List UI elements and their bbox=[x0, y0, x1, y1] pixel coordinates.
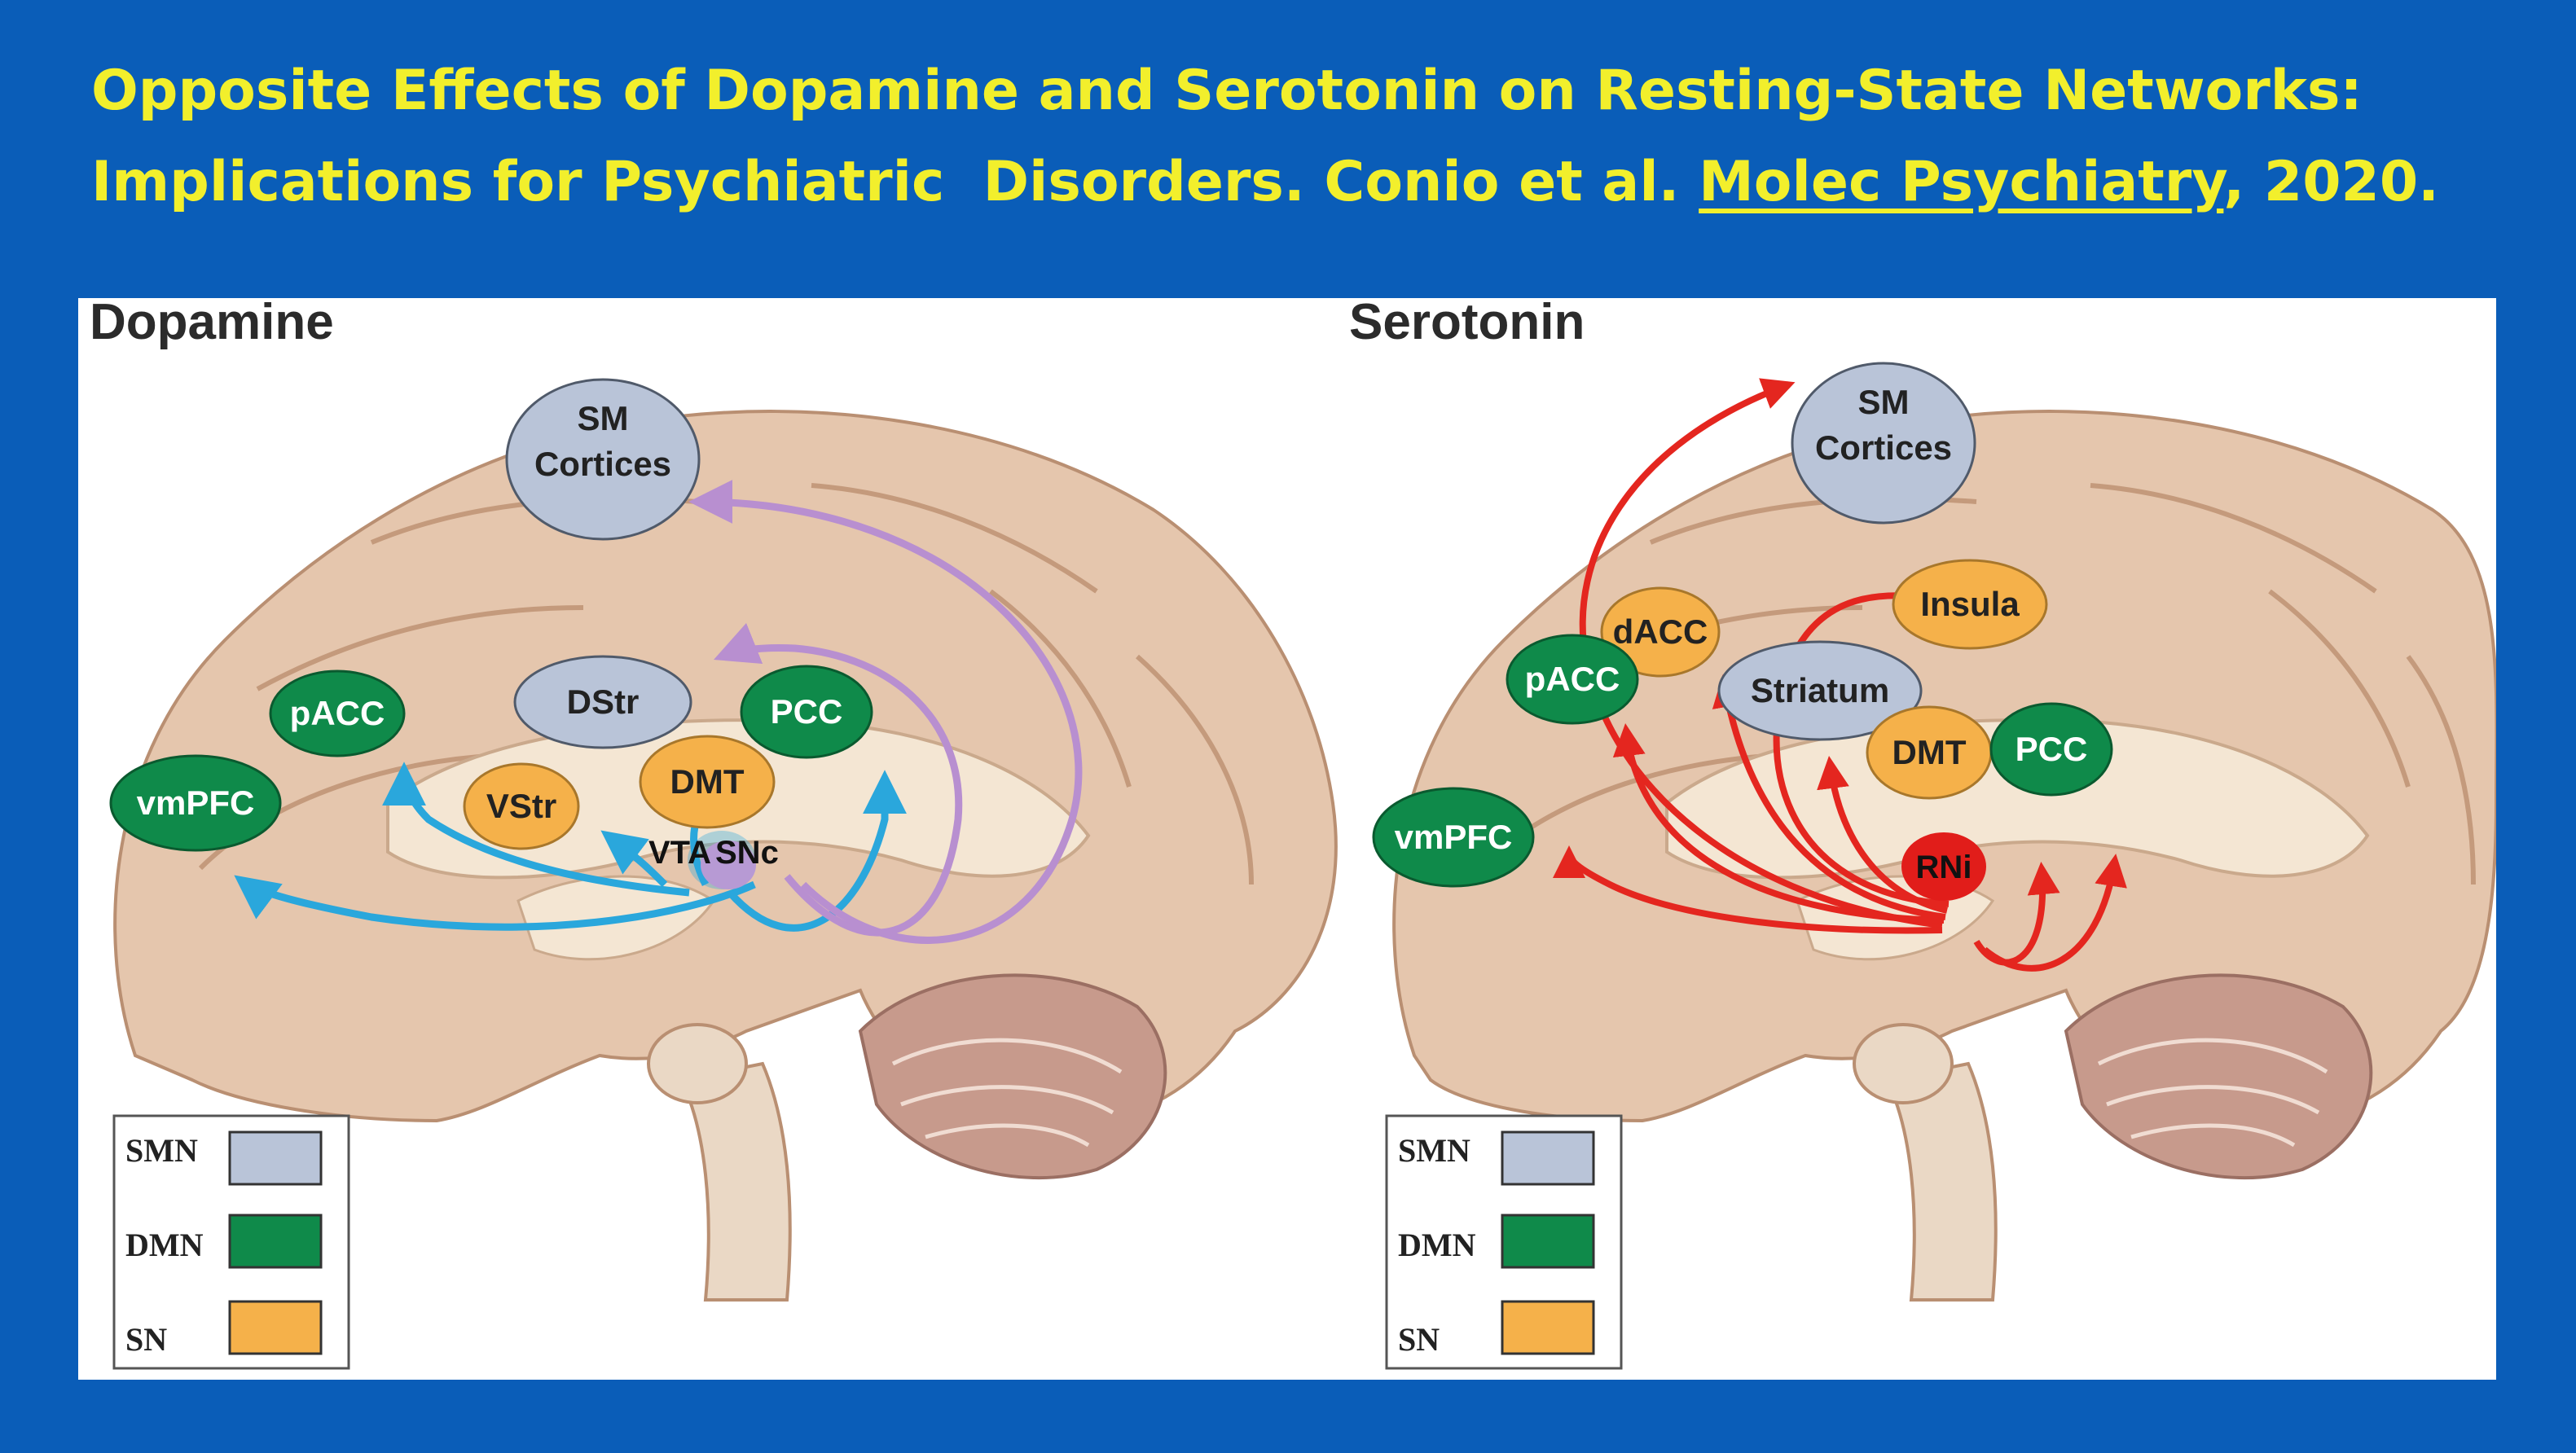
arrow-snc-sm-cortices bbox=[688, 480, 1083, 944]
title-line-2-suffix: , 2020. bbox=[2223, 150, 2439, 214]
serotonin-legend-sn-swatch bbox=[1501, 1300, 1595, 1355]
dopamine-sm-line1: SM bbox=[578, 399, 629, 437]
dopamine-dmt-label: DMT bbox=[670, 762, 745, 801]
serotonin-vmpfc-label: vmPFC bbox=[1395, 818, 1513, 856]
title-line-2: Implications for Psychiatric Disorders. … bbox=[91, 137, 2519, 228]
dopamine-legend-dmn-label: DMN bbox=[125, 1227, 204, 1263]
dopamine-heading: Dopamine bbox=[90, 298, 334, 350]
journal-name: Molec Psychiatry bbox=[1699, 150, 2224, 214]
dopamine-node-vta-snc: VTA SNc bbox=[648, 831, 779, 889]
dopamine-node-pacc: pACC bbox=[269, 669, 406, 757]
serotonin-legend-smn-swatch bbox=[1501, 1130, 1595, 1186]
arrow-rni-pcc bbox=[1982, 854, 2127, 972]
serotonin-legend-dmn-swatch bbox=[1501, 1214, 1595, 1269]
dopamine-legend-dmn-swatch bbox=[228, 1214, 323, 1269]
dopamine-legend: SMN DMN SN bbox=[112, 1114, 350, 1370]
serotonin-pcc-label: PCC bbox=[2016, 730, 2088, 768]
arrow-vta-pacc bbox=[382, 762, 690, 897]
dopamine-snc-label: SNc bbox=[715, 835, 779, 871]
serotonin-legend-dmn-label: DMN bbox=[1398, 1227, 1476, 1263]
serotonin-node-dacc: dACC bbox=[1600, 586, 1721, 678]
dopamine-legend-smn-label: SMN bbox=[125, 1132, 198, 1169]
dopamine-dstr-label: DStr bbox=[567, 683, 640, 721]
serotonin-node-pcc: PCC bbox=[1989, 702, 2113, 797]
serotonin-pacc-label: pACC bbox=[1525, 660, 1620, 698]
serotonin-node-vmpfc: vmPFC bbox=[1372, 787, 1535, 888]
dopamine-node-dstr: DStr bbox=[513, 655, 692, 749]
title-line-1: Opposite Effects of Dopamine and Seroton… bbox=[91, 59, 2363, 123]
arrow-rni-pacc bbox=[1612, 723, 1945, 924]
dopamine-node-dmt: DMT bbox=[639, 735, 776, 829]
serotonin-node-sm-cortices: SM Cortices bbox=[1791, 362, 1976, 525]
arrow-vta-vstr bbox=[600, 830, 668, 888]
serotonin-legend-smn-label: SMN bbox=[1398, 1132, 1470, 1169]
dopamine-legend-smn-swatch bbox=[228, 1130, 323, 1186]
serotonin-node-dmt: DMT bbox=[1866, 705, 1993, 800]
dopamine-node-sm-cortices: SM Cortices bbox=[505, 378, 701, 541]
figure-svg: SM Cortices pACC vmPFC DStr VStr DMT bbox=[90, 298, 2496, 1370]
serotonin-sm-line2: Cortices bbox=[1815, 428, 1952, 467]
serotonin-heading: Serotonin bbox=[1349, 298, 1585, 350]
serotonin-striatum-label: Striatum bbox=[1751, 671, 1889, 709]
serotonin-node-insula: Insula bbox=[1892, 559, 2048, 650]
dopamine-pacc-label: pACC bbox=[290, 694, 385, 732]
title-line-2-prefix: Implications for Psychiatric Disorders. … bbox=[91, 150, 1699, 214]
arrow-rni-vmpfc bbox=[1553, 845, 1943, 934]
dopamine-node-vmpfc: vmPFC bbox=[109, 754, 282, 852]
arrow-vta-vmpfc bbox=[234, 875, 756, 931]
serotonin-node-striatum: Striatum bbox=[1717, 640, 1923, 741]
serotonin-rni-label: RNi bbox=[1916, 849, 1972, 885]
figure-panel: SM Cortices pACC vmPFC DStr VStr DMT bbox=[78, 298, 2496, 1380]
slide-title: Opposite Effects of Dopamine and Seroton… bbox=[91, 46, 2519, 228]
dopamine-vstr-label: VStr bbox=[486, 787, 556, 825]
serotonin-sm-line1: SM bbox=[1858, 383, 1910, 421]
dopamine-vta-label: VTA bbox=[648, 835, 711, 871]
dopamine-node-vstr: VStr bbox=[463, 762, 580, 850]
serotonin-node-pacc: pACC bbox=[1506, 634, 1639, 725]
serotonin-insula-label: Insula bbox=[1920, 585, 2020, 623]
serotonin-dacc-label: dACC bbox=[1613, 612, 1708, 651]
serotonin-legend: SMN DMN SN bbox=[1385, 1114, 1623, 1370]
dopamine-sm-line2: Cortices bbox=[534, 445, 671, 483]
serotonin-legend-sn-label: SN bbox=[1398, 1321, 1440, 1358]
serotonin-dmt-label: DMT bbox=[1892, 733, 1967, 771]
dopamine-legend-sn-label: SN bbox=[125, 1321, 167, 1358]
dopamine-pcc-label: PCC bbox=[771, 692, 843, 731]
serotonin-node-rni: RNi bbox=[1901, 832, 1986, 901]
dopamine-vmpfc-label: vmPFC bbox=[137, 784, 255, 822]
dopamine-legend-sn-swatch bbox=[228, 1300, 323, 1355]
arrow-rni-dacc bbox=[1712, 674, 1946, 920]
dopamine-node-pcc: PCC bbox=[740, 665, 873, 759]
